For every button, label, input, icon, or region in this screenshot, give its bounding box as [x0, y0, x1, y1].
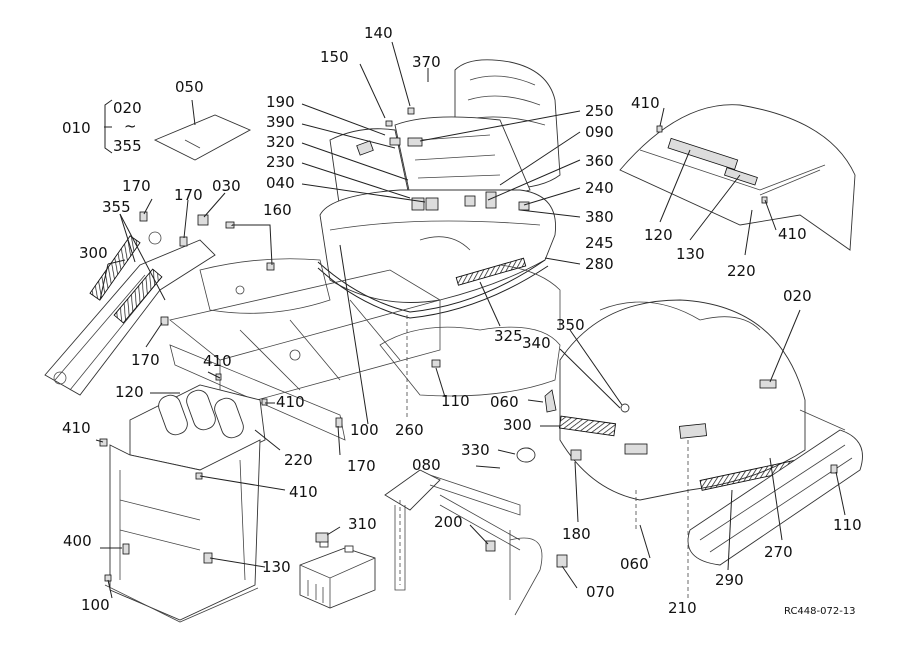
part-label-040: 040: [266, 174, 295, 192]
part-label-110: 110: [833, 516, 862, 534]
part-label-240: 240: [585, 179, 614, 197]
leader-lines: [95, 41, 846, 599]
bracket-rods: [384, 447, 543, 616]
part-label-340: 340: [522, 334, 551, 352]
part-label-410: 410: [276, 393, 305, 411]
part-label-120: 120: [644, 226, 673, 244]
part-label-150: 150: [320, 48, 349, 66]
part-label-190: 190: [266, 93, 295, 111]
part-label-100: 100: [81, 596, 110, 614]
part-label-410: 410: [289, 483, 318, 501]
part-label-330: 330: [461, 441, 490, 459]
part-label-110: 110: [441, 392, 470, 410]
part-label-310: 310: [348, 515, 377, 533]
part-label-320: 320: [266, 133, 295, 151]
part-label-140: 140: [364, 24, 393, 42]
reference-lines: [399, 315, 689, 600]
part-label-390: 390: [266, 113, 295, 131]
part-label-280: 280: [585, 255, 614, 273]
part-label-180: 180: [562, 525, 591, 543]
part-label-380: 380: [585, 208, 614, 226]
roof-panel: [619, 104, 856, 251]
part-label-030: 030: [212, 177, 241, 195]
part-label-130: 130: [676, 245, 705, 263]
part-label-290: 290: [715, 571, 744, 589]
part-label-020: 020: [783, 287, 812, 305]
part-label-410: 410: [631, 94, 660, 112]
part-label-100: 100: [350, 421, 379, 439]
part-label-080: 080: [412, 456, 441, 474]
part-label-130: 130: [262, 558, 291, 576]
drawing-code: RC448-072-13: [784, 606, 856, 617]
part-label-355: 355: [113, 137, 142, 155]
part-labels: 010 020 ~ 355 050 150 140 370 190 390 32…: [62, 24, 862, 617]
part-label-370: 370: [412, 53, 441, 71]
frame-chassis: [169, 258, 442, 441]
part-label-060: 060: [490, 393, 519, 411]
part-label-060: 060: [620, 555, 649, 573]
part-label-300: 300: [79, 244, 108, 262]
seat-assembly: [329, 59, 561, 211]
part-label-260: 260: [395, 421, 424, 439]
part-label-230: 230: [266, 153, 295, 171]
part-label-325: 325: [494, 327, 523, 345]
part-label-170: 170: [347, 457, 376, 475]
rear-lower-body: [379, 236, 561, 397]
part-label-220: 220: [284, 451, 313, 469]
part-label-170: 170: [131, 351, 160, 369]
battery: [299, 540, 376, 609]
part-label-410: 410: [62, 419, 91, 437]
right-body: [544, 299, 806, 501]
part-label-250: 250: [585, 102, 614, 120]
range-symbol: ~: [124, 117, 137, 135]
part-label-090: 090: [585, 123, 614, 141]
part-label-270: 270: [764, 543, 793, 561]
part-label-120: 120: [115, 383, 144, 401]
part-label-070: 070: [586, 583, 615, 601]
dash-plate: [153, 114, 252, 161]
boom-arm: [44, 231, 216, 396]
part-label-020: 020: [113, 99, 142, 117]
decal-markers: [99, 107, 838, 582]
part-label-170: 170: [122, 177, 151, 195]
part-label-160: 160: [263, 201, 292, 219]
part-label-010: 010: [62, 119, 91, 137]
part-label-350: 350: [556, 316, 585, 334]
part-label-220: 220: [727, 262, 756, 280]
part-label-355: 355: [102, 198, 131, 216]
part-label-200: 200: [434, 513, 463, 531]
part-label-210: 210: [668, 599, 697, 617]
part-label-410: 410: [203, 352, 232, 370]
upper-cover: [317, 189, 557, 319]
part-label-410: 410: [778, 225, 807, 243]
part-label-400: 400: [63, 532, 92, 550]
part-label-360: 360: [585, 152, 614, 170]
part-label-300: 300: [503, 416, 532, 434]
part-label-050: 050: [175, 78, 204, 96]
part-label-245: 245: [585, 234, 614, 252]
part-label-170: 170: [174, 186, 203, 204]
cabin-canopy: [104, 384, 266, 623]
